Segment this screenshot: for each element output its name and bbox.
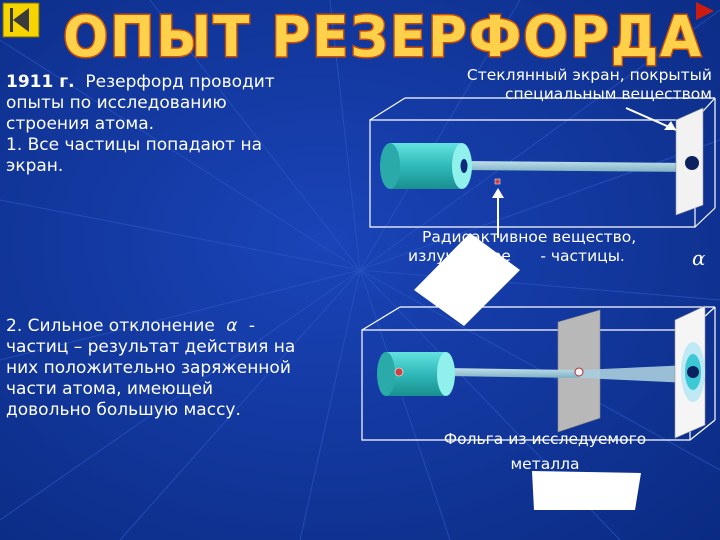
title-text: ОПЫТ РЕЗЕРФОРДА bbox=[63, 4, 703, 68]
source-caption: Радиоактивное вещество, излучающее - час… bbox=[400, 228, 670, 266]
back-arrow-icon[interactable] bbox=[2, 2, 40, 38]
alpha-beam-1 bbox=[460, 161, 690, 172]
alpha-beam-2b bbox=[580, 365, 690, 383]
box-outline-1 bbox=[369, 97, 716, 228]
experiment-diagram-1 bbox=[369, 97, 716, 238]
source-cylinder-2 bbox=[377, 352, 455, 396]
screen-spot-1 bbox=[685, 156, 699, 170]
source-caption-line-2b: - частицы. bbox=[540, 247, 625, 265]
source-marker bbox=[494, 178, 501, 185]
point-2-line-4: части атома, имеющей bbox=[6, 379, 214, 399]
alpha-beam-2a bbox=[445, 368, 578, 378]
nucleus-marker bbox=[574, 367, 584, 377]
source-caption-line-1: Радиоактивное вещество, bbox=[422, 228, 637, 246]
source-caption-line-2a: излучающее bbox=[408, 247, 511, 265]
screen-pointer-head bbox=[664, 121, 676, 130]
intro-paragraph: 1911 г. Резерфорд проводит опыты по иссл… bbox=[6, 72, 346, 177]
point-2-paragraph: 2. Сильное отклонение α- частиц – результ… bbox=[6, 316, 346, 421]
point-1-line-2: экран. bbox=[6, 156, 64, 176]
point-2-line-1: 2. Сильное отклонение bbox=[6, 316, 215, 336]
point-2-dash: - bbox=[248, 316, 255, 336]
intro-text-3: строения атома. bbox=[6, 114, 155, 134]
source-pointer-head bbox=[492, 188, 504, 198]
intro-text-1: Резерфорд проводит bbox=[85, 72, 275, 92]
foil-caption-line-1: Фольга из исследуемого bbox=[443, 430, 647, 448]
foil-caption: Фольга из исследуемого металла bbox=[400, 430, 690, 474]
foil-label-card bbox=[532, 471, 641, 510]
experiment-diagram-2 bbox=[361, 305, 716, 441]
page-title: ОПЫТ РЕЗЕРФОРДА bbox=[62, 2, 703, 68]
point-2-line-3: них положительно заряженной bbox=[6, 358, 291, 378]
point-1-line-1: 1. Все частицы попадают на bbox=[6, 135, 263, 155]
alpha-symbol-caption: α bbox=[692, 246, 706, 270]
intro-text-2: опыты по исследованию bbox=[6, 93, 227, 113]
screen-caption-line-2: специальным веществом bbox=[504, 85, 712, 103]
source-label-card bbox=[414, 233, 520, 326]
forward-arrow-icon[interactable] bbox=[688, 0, 720, 22]
alpha-symbol: α bbox=[226, 316, 238, 336]
screen-caption: Стеклянный экран, покрытый специальным в… bbox=[396, 66, 712, 104]
point-2-line-5: довольно большую массу. bbox=[6, 400, 241, 420]
screen-caption-line-1: Стеклянный экран, покрытый bbox=[466, 66, 712, 84]
point-2-line-2: частиц – результат действия на bbox=[6, 337, 296, 357]
foil-caption-line-2: металла bbox=[510, 455, 580, 473]
source-cylinder-1 bbox=[380, 143, 472, 189]
screen-spot-2 bbox=[687, 366, 699, 378]
year: 1911 г. bbox=[6, 72, 75, 92]
